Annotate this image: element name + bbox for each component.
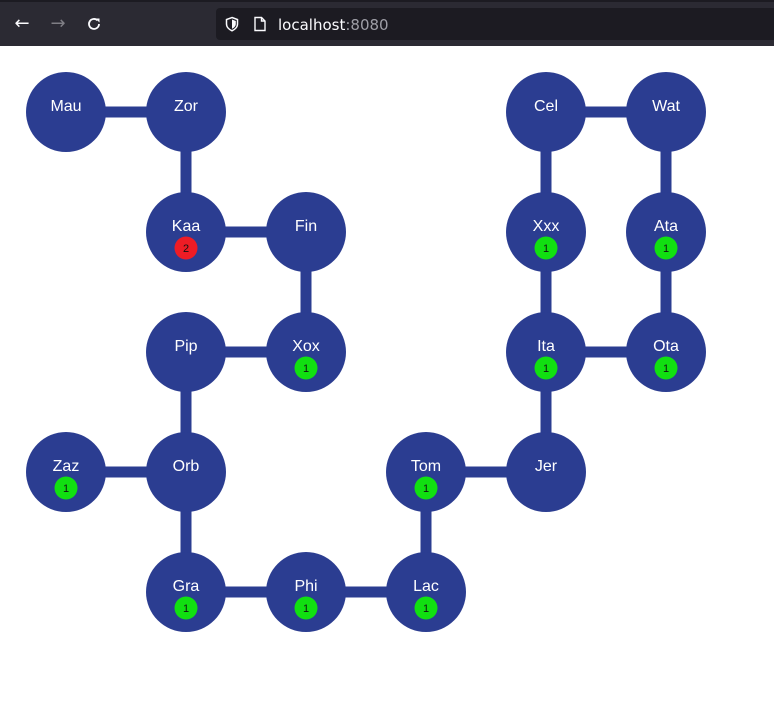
node-label: Pip [174,338,197,355]
node-ota[interactable]: Ota 1 [626,312,706,392]
node-badge-count: 1 [663,243,669,255]
back-button[interactable]: ← [9,11,35,37]
node-label: Orb [173,458,200,475]
arrow-left-icon: ← [14,13,30,34]
node-label: Zor [174,98,199,115]
node-pip[interactable]: Pip [146,312,226,392]
node-circle[interactable] [626,312,706,392]
browser-toolbar: ← → localhost:8080 [0,0,774,46]
node-badge [414,476,438,500]
node-label: Lac [413,578,439,595]
node-badge [414,596,438,620]
node-mau[interactable]: Mau [26,72,106,152]
node-kaa[interactable]: Kaa 2 [146,192,226,272]
address-bar[interactable]: localhost:8080 [216,8,774,40]
page-icon[interactable] [251,15,269,33]
node-badge-count: 1 [183,603,189,615]
reload-button[interactable] [81,11,107,37]
node-circle[interactable] [506,192,586,272]
node-label: Fin [295,218,317,235]
shield-icon[interactable] [223,15,241,33]
node-zaz[interactable]: Zaz 1 [26,432,106,512]
node-circle[interactable] [626,192,706,272]
node-label: Kaa [172,218,201,235]
node-badge [654,236,678,260]
node-label: Wat [652,98,680,115]
node-circle[interactable] [506,72,586,152]
node-label: Gra [173,578,200,595]
node-badge-count: 1 [423,483,429,495]
node-circle[interactable] [146,312,226,392]
node-badge-count: 2 [183,243,189,255]
node-label: Zaz [53,458,80,475]
node-circle[interactable] [506,432,586,512]
url-host: localhost [278,16,346,34]
node-label: Phi [294,578,317,595]
node-circle[interactable] [266,552,346,632]
node-badge [534,356,558,380]
node-label: Cel [534,98,558,115]
node-circle[interactable] [26,432,106,512]
node-circle[interactable] [626,72,706,152]
node-ata[interactable]: Ata 1 [626,192,706,272]
node-circle[interactable] [506,312,586,392]
node-badge [174,236,198,260]
node-badge [54,476,78,500]
node-circle[interactable] [266,312,346,392]
node-circle[interactable] [386,432,466,512]
node-badge-count: 1 [543,363,549,375]
node-label: Xxx [533,218,560,235]
arrow-right-icon: → [50,13,66,34]
node-label: Mau [50,98,81,115]
node-badge-count: 1 [543,243,549,255]
url-port: :8080 [345,16,389,34]
node-ita[interactable]: Ita 1 [506,312,586,392]
node-gra[interactable]: Gra 1 [146,552,226,632]
node-badge-count: 1 [663,363,669,375]
node-label: Xox [292,338,320,355]
node-label: Jer [535,458,558,475]
node-label: Ota [653,338,679,355]
node-circle[interactable] [146,432,226,512]
node-badge-count: 1 [423,603,429,615]
node-circle[interactable] [146,72,226,152]
forward-button[interactable]: → [45,11,71,37]
node-badge [294,356,318,380]
reload-icon [88,18,100,30]
node-wat[interactable]: Wat [626,72,706,152]
node-badge [534,236,558,260]
node-circle[interactable] [26,72,106,152]
node-badge-count: 1 [303,603,309,615]
node-xox[interactable]: Xox 1 [266,312,346,392]
url-text[interactable]: localhost:8080 [278,16,389,34]
node-jer[interactable]: Jer [506,432,586,512]
node-orb[interactable]: Orb [146,432,226,512]
node-xxx[interactable]: Xxx 1 [506,192,586,272]
node-badge [294,596,318,620]
node-circle[interactable] [266,192,346,272]
node-phi[interactable]: Phi 1 [266,552,346,632]
node-badge-count: 1 [303,363,309,375]
node-lac[interactable]: Lac 1 [386,552,466,632]
node-label: Ita [537,338,555,355]
node-circle[interactable] [146,552,226,632]
node-tom[interactable]: Tom 1 [386,432,466,512]
node-badge-count: 1 [63,483,69,495]
node-circle[interactable] [386,552,466,632]
node-cel[interactable]: Cel [506,72,586,152]
node-fin[interactable]: Fin [266,192,346,272]
node-label: Tom [411,458,441,475]
node-label: Ata [654,218,678,235]
node-badge [654,356,678,380]
node-zor[interactable]: Zor [146,72,226,152]
node-circle[interactable] [146,192,226,272]
node-badge [174,596,198,620]
